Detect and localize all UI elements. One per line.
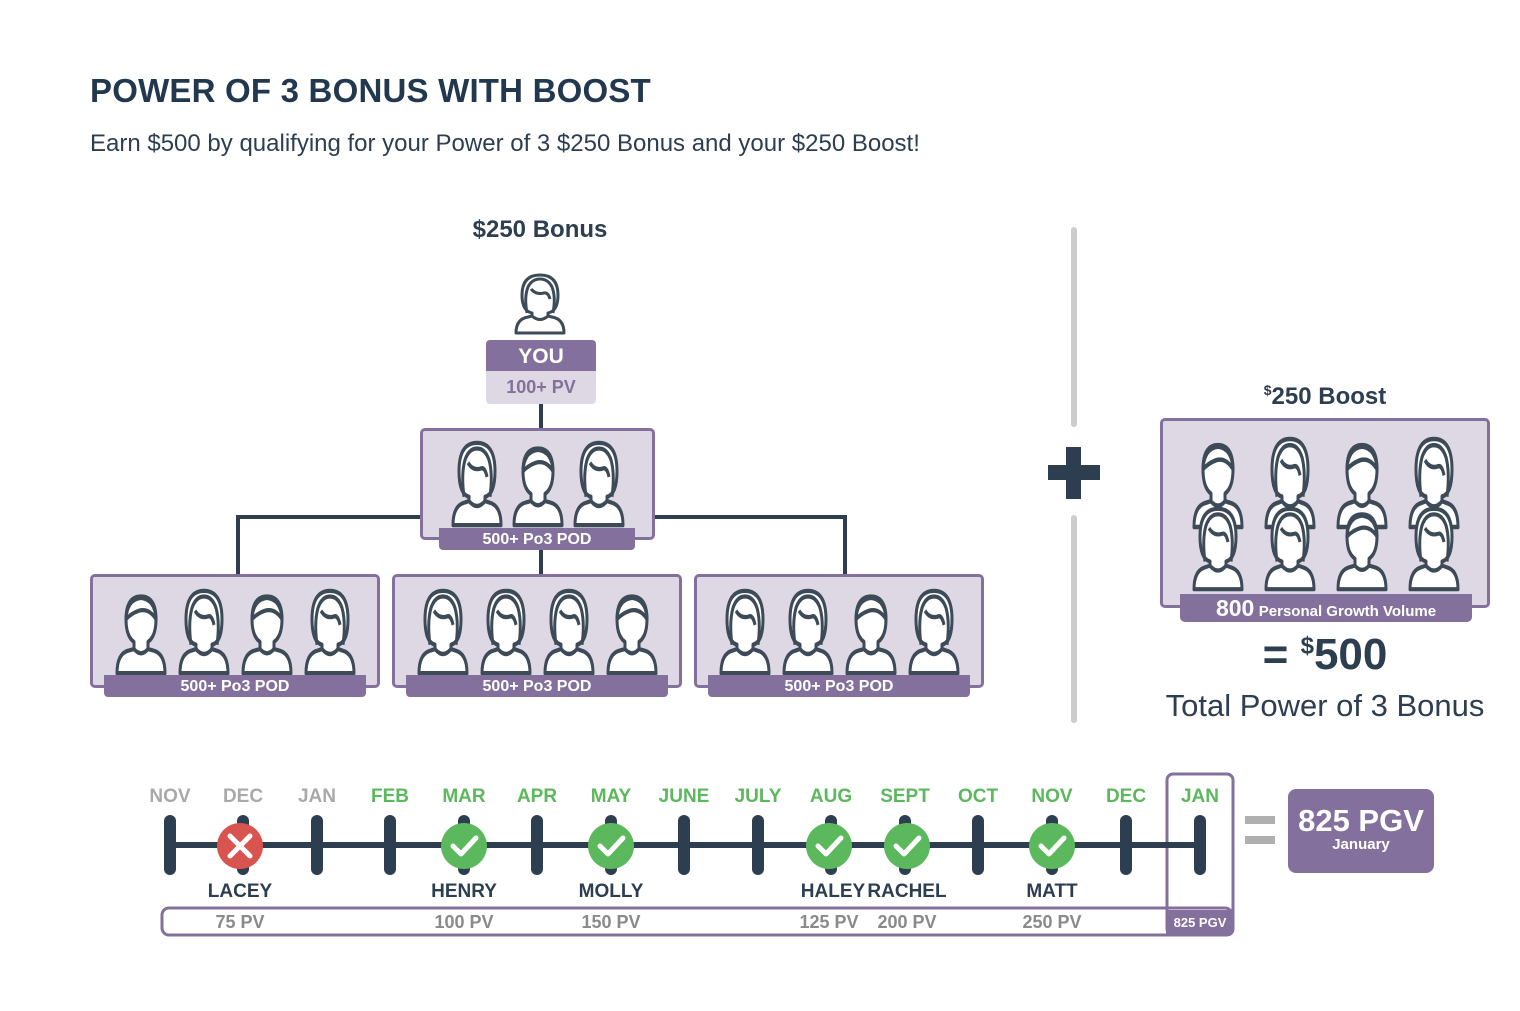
event-pv: 125 PV [799, 912, 859, 932]
event-name: MATT [1026, 881, 1078, 902]
pgv-month: January [1332, 836, 1390, 853]
timeline-month-label: MAR [442, 786, 486, 807]
you-pv: 100+ PV [486, 371, 596, 404]
timeline-month-label: DEC [222, 786, 264, 807]
event-pv: 200 PV [877, 912, 937, 932]
boost-label-text: 250 Boost [1271, 383, 1387, 410]
timeline-month-label: JAN [297, 786, 336, 807]
timeline-month-label: JUNE [658, 786, 710, 807]
event-name: LACEY [207, 881, 273, 902]
total-amount: = $500 [1160, 630, 1490, 680]
event-name: RACHEL [867, 881, 947, 902]
check-icon [884, 823, 930, 869]
plus-icon [1048, 447, 1100, 499]
timeline-month-label: FEB [371, 786, 409, 807]
page-subtitle: Earn $500 by qualifying for your Power o… [90, 130, 920, 157]
pod-label: 500+ Po3 POD [708, 675, 970, 697]
event-pv: 250 PV [1022, 912, 1082, 932]
pod-label: 500+ Po3 POD [104, 675, 366, 697]
equals-bar-top [1245, 816, 1275, 824]
boost-volume-number: 800 [1215, 595, 1255, 621]
check-icon [806, 823, 852, 869]
timeline-month-label: NOV [1031, 786, 1073, 807]
timeline-tick [1120, 815, 1132, 875]
timeline-tick [311, 815, 323, 875]
timeline-month-label: DEC [1105, 786, 1147, 807]
timeline-month-label: APR [516, 786, 558, 807]
timeline-tick [752, 815, 764, 875]
boost-volume-bar: 800 Personal Growth Volume [1180, 594, 1472, 622]
timeline-month-label: SEPT [880, 786, 930, 807]
pod-label: 500+ Po3 POD [406, 675, 668, 697]
bonus-label: $250 Bonus [472, 216, 608, 243]
timeline-tick [972, 815, 984, 875]
equals-bar-bottom [1245, 836, 1275, 844]
timeline-tick [531, 815, 543, 875]
timeline-tick [384, 815, 396, 875]
you-box: YOU 100+ PV [486, 340, 596, 404]
event-name: HALEY [800, 881, 866, 902]
pgv-cell: 825 PGV [1166, 910, 1234, 936]
check-icon [1029, 823, 1075, 869]
event-pv: 100 PV [434, 912, 494, 932]
event-name: HENRY [431, 881, 497, 902]
pgv-total: 825 PGV [1298, 803, 1424, 838]
timeline-month-label: AUG [809, 786, 853, 807]
x-icon [217, 823, 263, 869]
boost-volume-text: Personal Growth Volume [1258, 603, 1437, 620]
total-equals: = [1262, 630, 1289, 679]
timeline-month-label: OCT [957, 786, 999, 807]
timeline-month-label: JAN [1180, 786, 1219, 807]
page-title: POWER OF 3 BONUS WITH BOOST [90, 72, 651, 109]
event-pv: 75 PV [215, 912, 265, 932]
timeline-tick [1194, 815, 1206, 875]
event-name: MOLLY [578, 881, 644, 902]
pgv-total-box: 825 PGV January [1288, 789, 1434, 873]
pod-label: 500+ Po3 POD [439, 528, 635, 550]
boost-dollar-sign: $ [1263, 382, 1272, 398]
you-label: YOU [486, 340, 596, 371]
timeline-month-label: MAY [590, 786, 632, 807]
total-dollar-sign: $ [1300, 632, 1314, 660]
boost-label: $250 Boost [1160, 382, 1490, 411]
total-text: Total Power of 3 Bonus [1165, 688, 1485, 723]
event-pv: 150 PV [581, 912, 641, 932]
check-icon [588, 823, 634, 869]
check-icon [441, 823, 487, 869]
timeline-month-label: JULY [734, 786, 782, 807]
timeline-month-label: NOV [149, 786, 191, 807]
timeline-tick [678, 815, 690, 875]
total-number: 500 [1313, 630, 1388, 679]
timeline-tick [164, 815, 176, 875]
